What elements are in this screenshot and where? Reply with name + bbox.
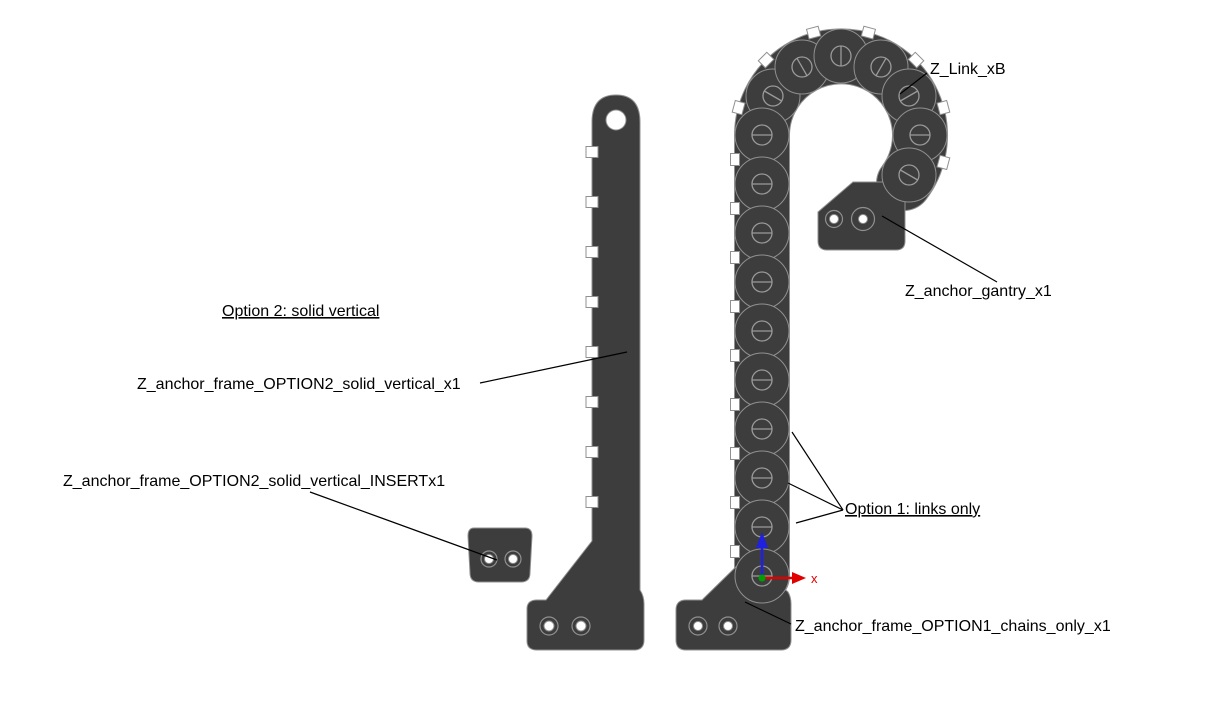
link-pin	[762, 85, 784, 107]
link-pin	[898, 85, 920, 107]
chain-notch	[730, 251, 740, 264]
chain-notch	[936, 99, 951, 116]
label-z-anchor-gantry: Z_anchor_gantry_x1	[905, 283, 1052, 300]
axis-indicator: x	[756, 532, 818, 586]
bar-notch	[585, 196, 599, 208]
label-option1-anchor: Z_anchor_frame_OPTION1_chains_only_x1	[795, 618, 1111, 635]
chain-link[interactable]	[734, 303, 790, 359]
part-option2-solid-vertical[interactable]	[526, 94, 645, 651]
screw-boss-ring	[480, 550, 498, 568]
link-pin-slot	[900, 90, 918, 102]
link-pin-slot	[796, 58, 808, 76]
x-axis-label: x	[811, 571, 818, 586]
screw-boss-ring	[571, 616, 591, 636]
screw-boss-ring	[718, 616, 738, 636]
screw-boss-ring	[539, 616, 559, 636]
leader-option1-anchor	[744, 601, 792, 625]
bar-notch	[585, 446, 599, 458]
label-option2-vertical: Z_anchor_frame_OPTION2_solid_vertical_x1	[137, 376, 461, 393]
screw-boss-ring	[850, 206, 876, 232]
option2-bar-body[interactable]	[526, 94, 645, 651]
label-option2-insert: Z_anchor_frame_OPTION2_solid_vertical_IN…	[63, 473, 445, 490]
bar-notch	[585, 346, 599, 358]
x-axis-arrowhead	[792, 572, 806, 584]
chain-link[interactable]	[734, 254, 790, 310]
link-pin-slot	[875, 58, 887, 76]
link-pin	[791, 56, 813, 78]
chain-link[interactable]	[734, 401, 790, 457]
leader-option1-links-a	[791, 431, 844, 511]
chain-link[interactable]	[734, 205, 790, 261]
label-z-link: Z_Link_xB	[930, 61, 1006, 78]
chain-link[interactable]	[734, 156, 790, 212]
z-axis-arrowhead	[756, 532, 768, 548]
chain-notch	[730, 153, 740, 166]
bar-notch	[585, 146, 599, 158]
chain-notch	[757, 51, 775, 69]
bar-notch	[585, 296, 599, 308]
link-pin	[898, 164, 920, 186]
screw-boss-ring	[688, 616, 708, 636]
chain-link[interactable]	[734, 450, 790, 506]
chain-notch	[907, 51, 925, 69]
leader-option2-insert	[309, 491, 498, 561]
leader-option1-links-c	[795, 509, 844, 524]
chain-notch	[936, 154, 951, 171]
bar-notch	[585, 496, 599, 508]
part-option2-insert[interactable]	[467, 527, 533, 583]
chain-notch	[730, 349, 740, 362]
annotations: Z_Link_xB Z_anchor_gantry_x1 Option 2: s…	[63, 61, 1111, 635]
chain-notch	[730, 545, 740, 558]
chain-notch	[805, 25, 822, 40]
chain-notch	[730, 398, 740, 411]
screw-boss-ring	[824, 209, 844, 229]
bar-notch	[585, 246, 599, 258]
screw-boss-ring	[504, 550, 522, 568]
chain-notch	[730, 202, 740, 215]
part-cable-chain[interactable]	[675, 25, 951, 651]
leader-option1-links-b	[787, 482, 844, 511]
chain-notch	[730, 447, 740, 460]
label-option2-heading: Option 2: solid vertical	[222, 303, 379, 320]
chain-notch	[731, 99, 746, 116]
link-pin	[870, 56, 892, 78]
label-option1-heading: Option 1: links only	[845, 501, 980, 518]
link-pin-slot	[900, 169, 918, 181]
chain-link[interactable]	[734, 352, 790, 408]
link-pin-slot	[764, 90, 782, 102]
insert-body[interactable]	[467, 527, 533, 583]
chain-notch	[730, 496, 740, 509]
leader-z-link	[899, 72, 928, 95]
chain-notch	[730, 300, 740, 313]
origin-dot	[758, 574, 766, 582]
chain-link[interactable]	[881, 147, 937, 203]
leader-option2-vertical	[479, 351, 628, 384]
bar-notch	[585, 396, 599, 408]
part-gantry-anchor[interactable]	[817, 181, 906, 251]
chain-link[interactable]	[734, 107, 790, 163]
chain-notch	[860, 25, 877, 40]
leader-z-anchor-gantry	[881, 215, 998, 283]
